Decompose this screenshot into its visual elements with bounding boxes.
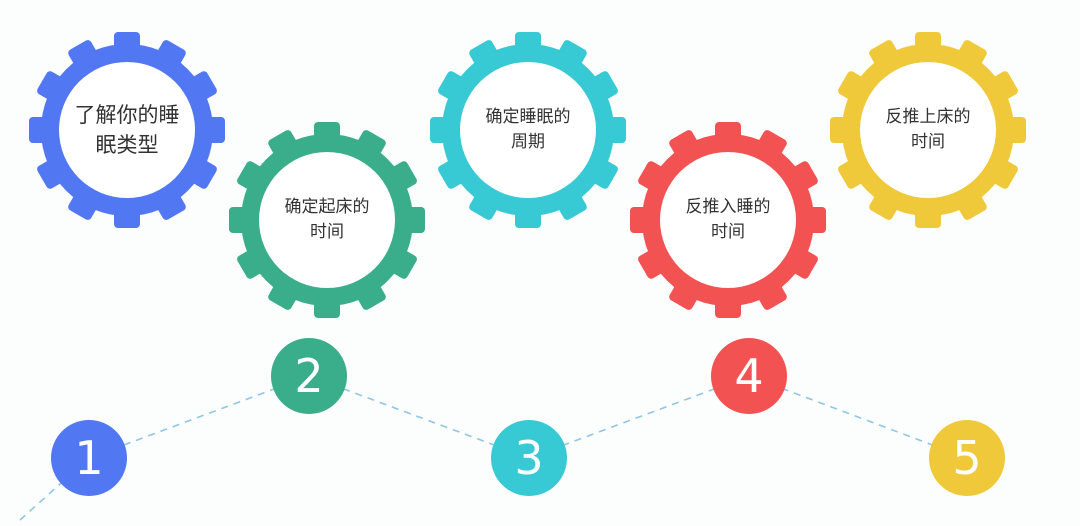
gear-step-1: 了解你的睡眠类型 — [27, 30, 227, 230]
gear-icon — [29, 32, 225, 228]
connector-path — [19, 375, 968, 521]
step-number-2: 2 — [271, 338, 347, 414]
step-5-label: 反推上床的时间 — [885, 107, 971, 152]
step-4-label: 反推入睡的时间 — [685, 197, 771, 242]
gear-icon — [229, 122, 425, 318]
gear-step-5: 反推上床的时间 — [828, 30, 1028, 230]
gear-icon — [830, 32, 1026, 228]
gear-step-3: 确定睡眠的周期 — [428, 30, 628, 230]
gear-step-4: 反推入睡的时间 — [628, 120, 828, 320]
step-2-label: 确定起床的时间 — [284, 197, 370, 242]
step-number-1: 1 — [51, 420, 127, 496]
step-number-4: 4 — [711, 338, 787, 414]
gear-icon — [630, 122, 826, 318]
gear-icon — [430, 32, 626, 228]
step-1-label: 了解你的睡眠类型 — [74, 102, 180, 157]
step-number-3: 3 — [491, 420, 567, 496]
step-number-5: 5 — [929, 420, 1005, 496]
step-3-label: 确定睡眠的周期 — [485, 107, 571, 152]
gear-step-2: 确定起床的时间 — [227, 120, 427, 320]
